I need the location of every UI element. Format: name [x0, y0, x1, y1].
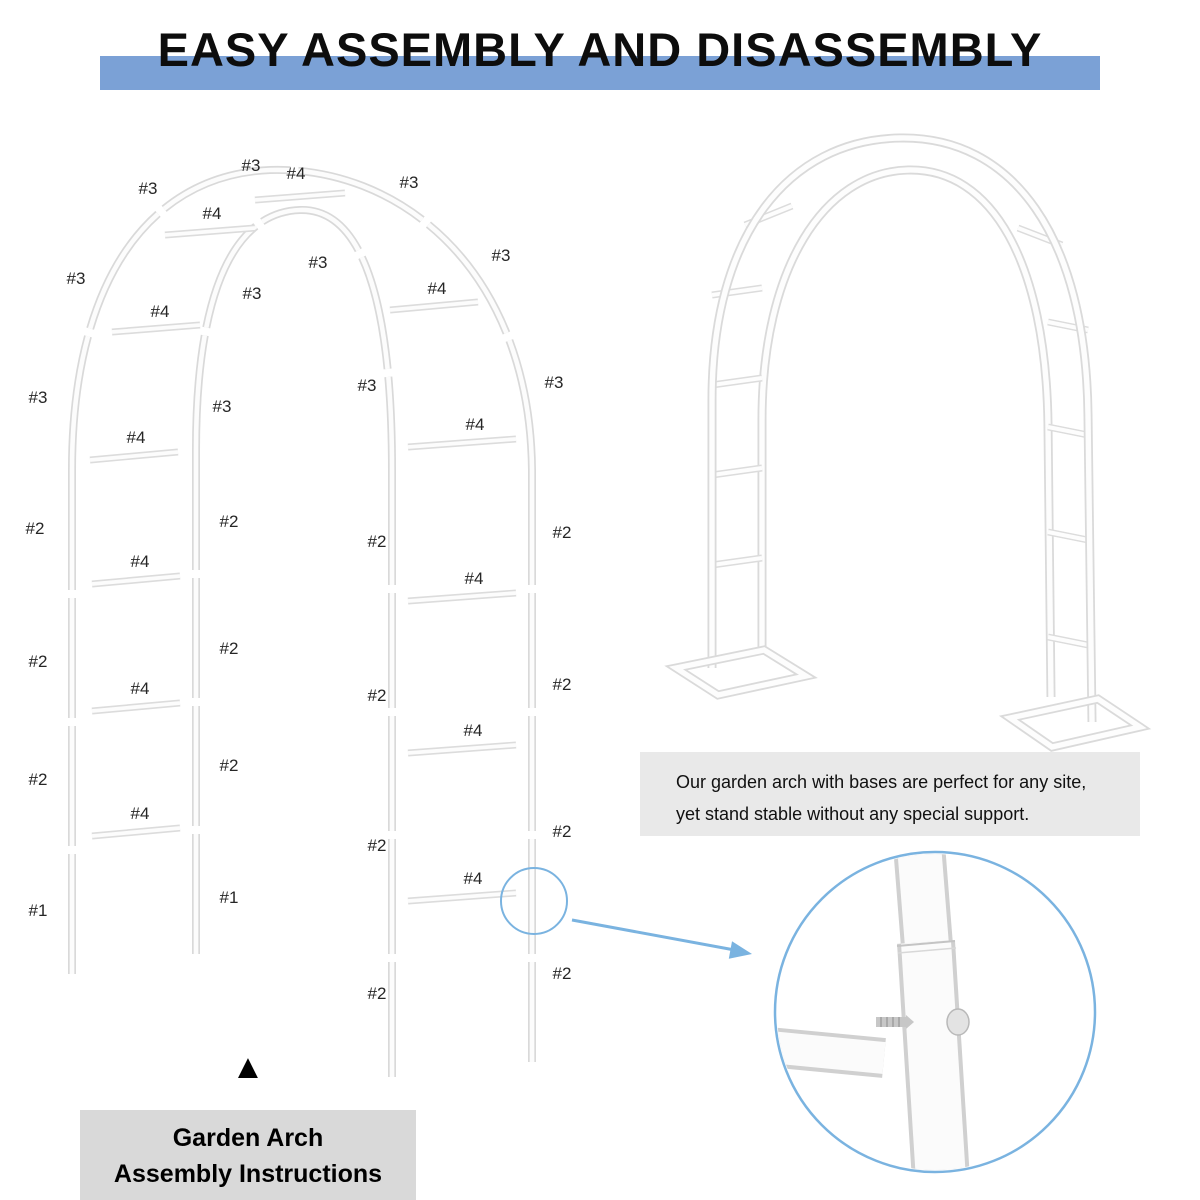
part-label: #3	[308, 253, 328, 272]
part-label: #3	[544, 373, 564, 392]
part-label: #3	[357, 376, 377, 395]
caption-triangle-icon: ▲	[231, 1048, 265, 1086]
exploded-arch-graphic	[72, 170, 532, 1082]
callout-arrow-head	[728, 941, 752, 959]
info-text-line2: yet stand stable without any special sup…	[676, 804, 1030, 825]
detail-callout	[500, 850, 1097, 1174]
part-label: #2	[367, 836, 387, 855]
part-label: #2	[219, 756, 239, 775]
part-label: #4	[464, 569, 484, 588]
part-label: #4	[463, 869, 483, 888]
assembled-arch-graphic	[676, 138, 1140, 747]
bolt-head	[946, 1008, 970, 1036]
title-banner	[100, 56, 1100, 90]
part-label: #4	[465, 415, 485, 434]
part-label: #3	[399, 173, 419, 192]
joint-highlight-circle	[500, 867, 568, 935]
part-label: #4	[126, 428, 146, 447]
zoom-circle-content	[747, 854, 970, 1170]
info-text-line1: Our garden arch with bases are perfect f…	[676, 772, 1087, 792]
part-label: #4	[463, 721, 483, 740]
part-label: #2	[552, 964, 572, 983]
info-box: Our garden arch with bases are perfect f…	[640, 752, 1140, 836]
part-label: #1	[28, 901, 48, 920]
part-label: #3	[212, 397, 232, 416]
part-label: #2	[28, 770, 48, 789]
part-label: #2	[367, 686, 387, 705]
part-label: #3	[491, 246, 511, 265]
part-label: #2	[25, 519, 45, 538]
part-label: #3	[241, 156, 261, 175]
part-label: #2	[552, 675, 572, 694]
part-label: #2	[552, 822, 572, 841]
part-label: #4	[202, 204, 222, 223]
part-label: #4	[286, 164, 306, 183]
part-label: #3	[28, 388, 48, 407]
arch-base-left	[676, 650, 806, 695]
part-label: #4	[130, 804, 150, 823]
caption-line2: Assembly Instructions	[113, 1160, 383, 1189]
caption-line1: Garden Arch	[172, 1124, 324, 1152]
part-label: #2	[552, 523, 572, 542]
part-label: #2	[219, 639, 239, 658]
part-label: #3	[242, 284, 262, 303]
part-label: #4	[427, 279, 447, 298]
part-label: #3	[66, 269, 86, 288]
part-label: #4	[130, 552, 150, 571]
part-label: #2	[367, 532, 387, 551]
page-title: EASY ASSEMBLY AND DISASSEMBLY	[157, 23, 1043, 76]
callout-arrow-line	[571, 918, 741, 953]
screw	[876, 1015, 914, 1029]
part-label: #2	[367, 984, 387, 1003]
part-label: #4	[150, 302, 170, 321]
arch-base-right	[1010, 699, 1140, 747]
caption-box: Garden Arch Assembly Instructions	[80, 1110, 416, 1200]
part-label: #2	[219, 512, 239, 531]
part-label: #1	[219, 888, 239, 907]
part-label: #2	[28, 652, 48, 671]
part-label: #4	[130, 679, 150, 698]
tube-open-end	[747, 1025, 767, 1066]
part-label: #3	[138, 179, 158, 198]
